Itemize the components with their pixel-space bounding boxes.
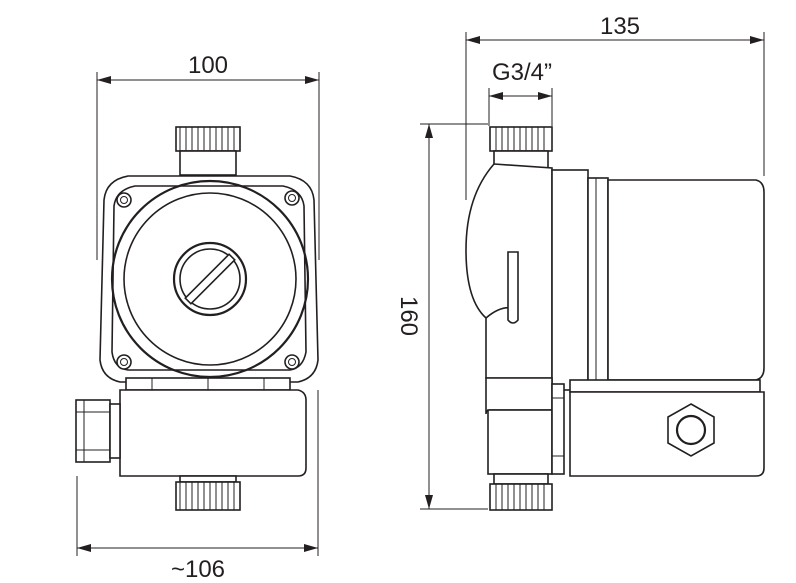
side-bottom-connector	[489, 473, 553, 511]
side-motor	[607, 179, 765, 381]
side-terminal-box	[569, 391, 765, 477]
front-cable-gland	[75, 399, 121, 463]
dim-front-width: 100	[96, 52, 320, 260]
front-top-connector	[175, 126, 241, 176]
dim-height: 160	[395, 123, 488, 510]
front-terminal-box	[119, 389, 307, 477]
side-view: 135 G3/4” 160	[395, 13, 765, 511]
front-bottom-connector	[175, 475, 241, 511]
side-cable-gland-hex	[667, 403, 715, 457]
dim-thread-label: G3/4”	[492, 59, 552, 86]
front-view: 100 ~106	[75, 52, 320, 583]
dim-side-width-label: 135	[600, 13, 640, 40]
dim-side-width: 135	[465, 13, 765, 200]
dim-thread: G3/4”	[488, 59, 553, 126]
front-rotor-plug	[172, 241, 248, 317]
front-screws	[116, 190, 300, 370]
dim-front-overall-width-label: ~106	[171, 556, 225, 583]
dim-front-overall-width: ~106	[76, 390, 319, 583]
dim-height-label: 160	[395, 296, 422, 336]
dim-front-width-label: 100	[188, 52, 228, 79]
